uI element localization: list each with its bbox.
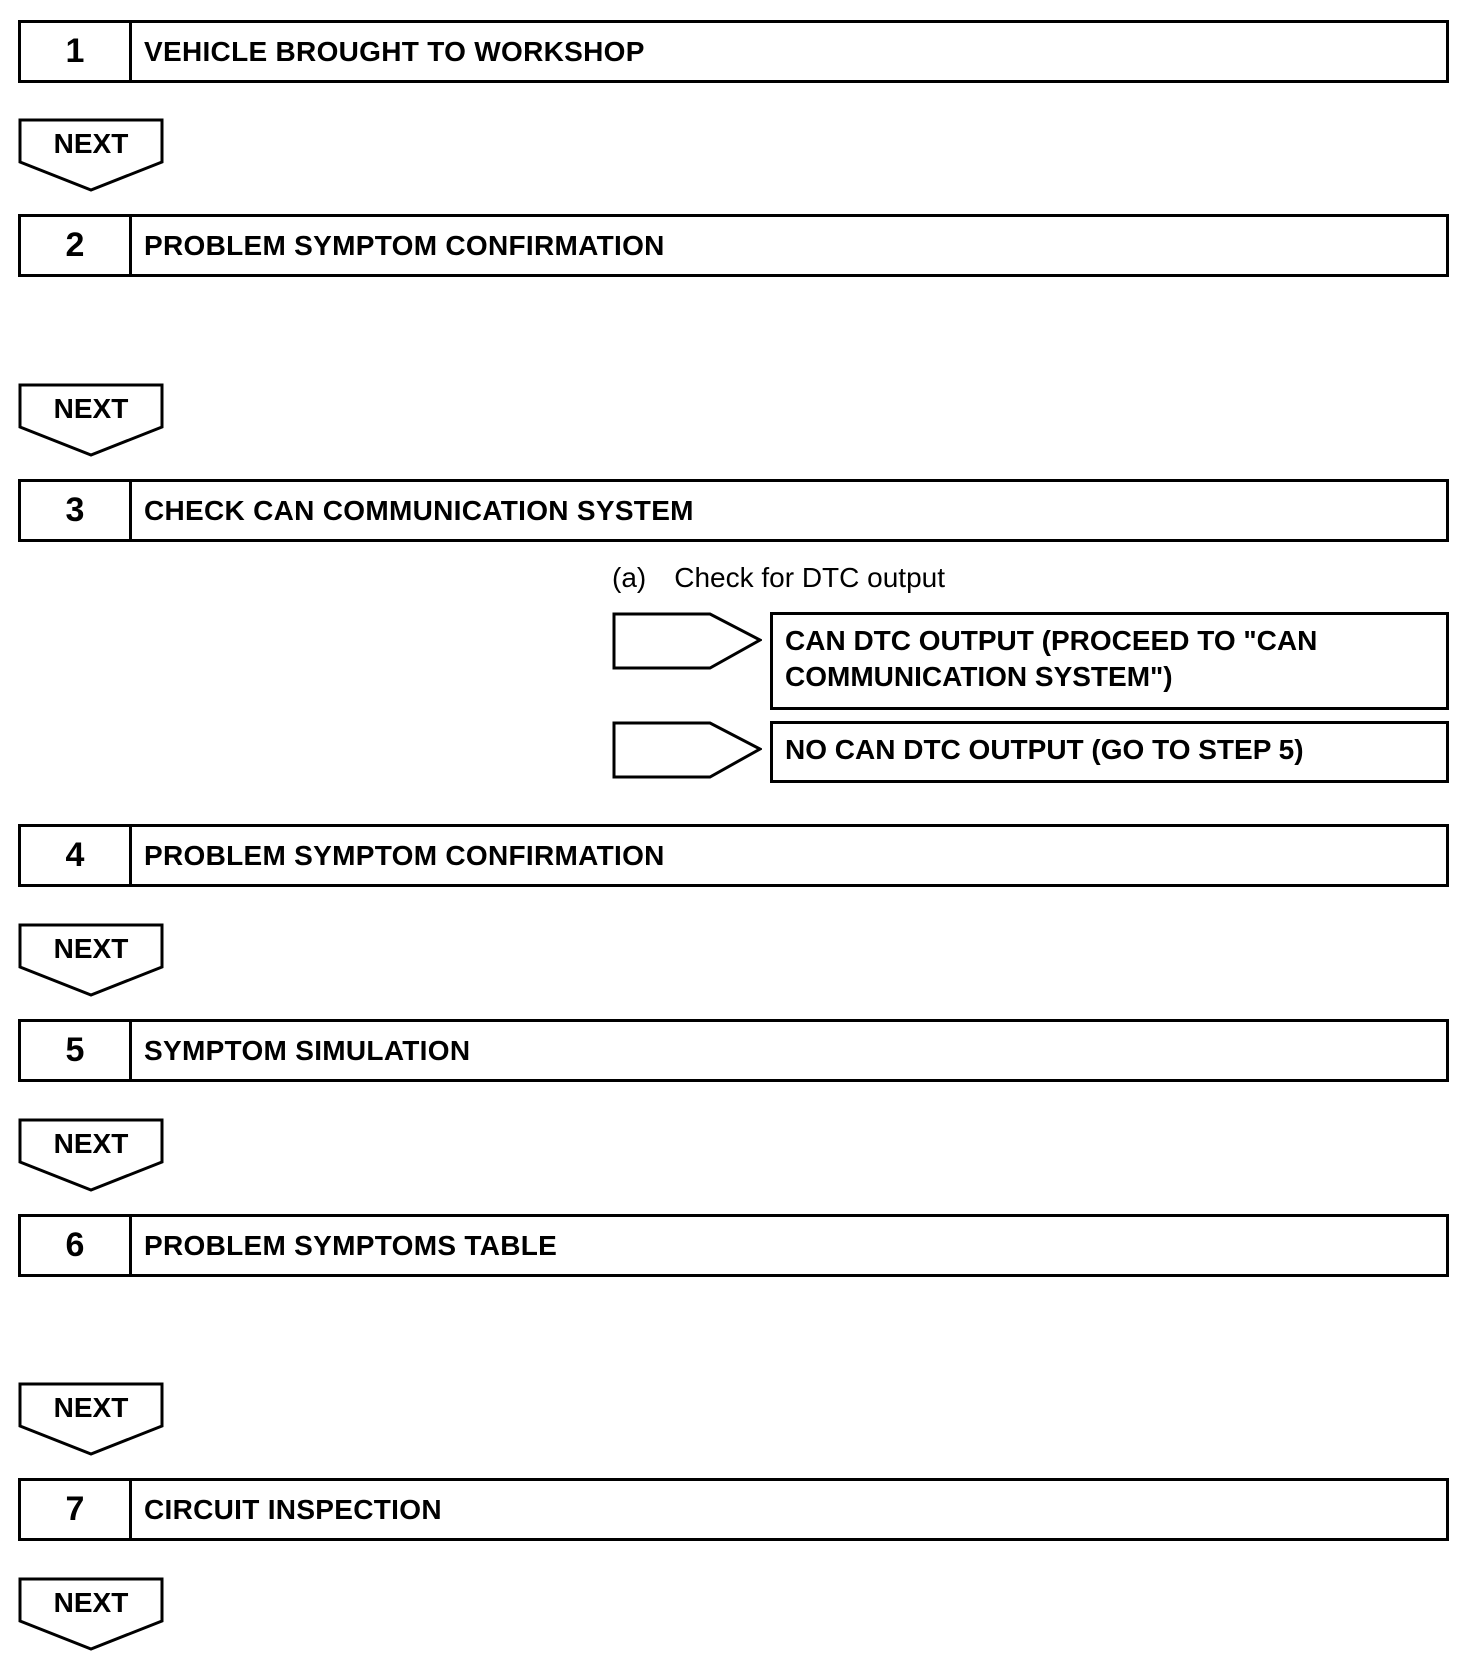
- step-box-6: 6 PROBLEM SYMPTOMS TABLE: [18, 1214, 1449, 1277]
- result-can-dtc-output[interactable]: CAN DTC OUTPUT (PROCEED TO "CAN COMMUNIC…: [770, 612, 1449, 710]
- next-arrow-icon: [18, 923, 164, 997]
- step-number: 7: [21, 1481, 132, 1538]
- result-no-can-dtc-output[interactable]: NO CAN DTC OUTPUT (GO TO STEP 5): [770, 721, 1449, 783]
- next-label: NEXT: [53, 128, 129, 159]
- step-title: CIRCUIT INSPECTION: [144, 1493, 442, 1525]
- next-label: NEXT: [53, 1128, 129, 1159]
- sub-step-text: Check for DTC output: [674, 562, 946, 593]
- next-label: NEXT: [53, 933, 129, 964]
- dtc-check-note: (a) Check for DTC output: [612, 562, 945, 594]
- result-arrow-icon: [612, 721, 764, 779]
- step-box-2: 2 PROBLEM SYMPTOM CONFIRMATION: [18, 214, 1449, 277]
- step-number: 6: [21, 1217, 132, 1274]
- step-title: VEHICLE BROUGHT TO WORKSHOP: [144, 35, 645, 67]
- step-title: PROBLEM SYMPTOMS TABLE: [144, 1229, 558, 1261]
- step-box-5: 5 SYMPTOM SIMULATION: [18, 1019, 1449, 1082]
- next-button[interactable]: NEXT: [18, 118, 164, 192]
- result-arrow-icon: [612, 612, 764, 670]
- step-box-7: 7 CIRCUIT INSPECTION: [18, 1478, 1449, 1541]
- step-title: PROBLEM SYMPTOM CONFIRMATION: [144, 229, 665, 261]
- step-number: 5: [21, 1022, 132, 1079]
- step-number: 3: [21, 482, 132, 539]
- next-button[interactable]: NEXT: [18, 1577, 164, 1651]
- next-arrow-icon: [18, 383, 164, 457]
- next-button[interactable]: NEXT: [18, 923, 164, 997]
- step-box-3: 3 CHECK CAN COMMUNICATION SYSTEM: [18, 479, 1449, 542]
- step-title: CHECK CAN COMMUNICATION SYSTEM: [144, 494, 694, 526]
- next-arrow-icon: [18, 1382, 164, 1456]
- step-box-4: 4 PROBLEM SYMPTOM CONFIRMATION: [18, 824, 1449, 887]
- next-arrow-icon: [18, 1577, 164, 1651]
- step-box-1: 1 VEHICLE BROUGHT TO WORKSHOP: [18, 20, 1449, 83]
- next-button[interactable]: NEXT: [18, 1118, 164, 1192]
- step-number: 2: [21, 217, 132, 274]
- next-label: NEXT: [53, 393, 129, 424]
- result-text: NO CAN DTC OUTPUT (GO TO STEP 5): [785, 734, 1304, 765]
- step-number: 4: [21, 827, 132, 884]
- next-arrow-icon: [18, 118, 164, 192]
- result-text: CAN DTC OUTPUT (PROCEED TO "CAN COMMUNIC…: [785, 625, 1318, 692]
- next-label: NEXT: [53, 1587, 129, 1618]
- step-title: SYMPTOM SIMULATION: [144, 1034, 471, 1066]
- step-number: 1: [21, 23, 132, 80]
- step-title: PROBLEM SYMPTOM CONFIRMATION: [144, 839, 665, 871]
- next-button[interactable]: NEXT: [18, 1382, 164, 1456]
- next-label: NEXT: [53, 1392, 129, 1423]
- next-button[interactable]: NEXT: [18, 383, 164, 457]
- next-arrow-icon: [18, 1118, 164, 1192]
- sub-step-tag: (a): [612, 562, 647, 593]
